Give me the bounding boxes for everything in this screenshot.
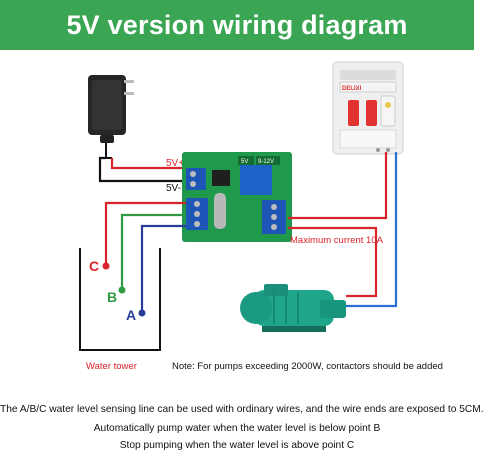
- label-point-a: A: [126, 307, 136, 323]
- wire-5v-minus: [98, 156, 205, 183]
- label-point-c: C: [89, 258, 99, 274]
- title-banner: 5V version wiring diagram: [0, 0, 474, 50]
- relay-module-board: 5V 9-12V: [182, 152, 292, 242]
- wire-sense-c: [104, 201, 186, 266]
- label-5v-plus: 5V+: [166, 158, 184, 169]
- probe-c: [102, 262, 110, 270]
- label-point-b: B: [107, 289, 117, 305]
- wire-breaker-red: [288, 152, 388, 220]
- circuit-breaker: DELIXI: [332, 61, 404, 155]
- max-current-label: Maximum current 10A: [290, 235, 384, 246]
- module-label-range: 9-12V: [258, 159, 274, 165]
- contactor-note: Note: For pumps exceeding 2000W, contact…: [172, 361, 443, 372]
- water-tower-label: Water tower: [86, 361, 137, 372]
- wire-sense-b: [120, 213, 186, 290]
- wire-breaker-blue: [346, 152, 398, 308]
- diagram-title: 5V version wiring diagram: [66, 9, 408, 40]
- note-pump-start: Automatically pump water when the water …: [93, 423, 381, 434]
- power-adapter: [88, 75, 134, 143]
- water-tower-outline: [79, 248, 161, 351]
- wire-sense-a: [140, 224, 186, 313]
- wire-pump-red: [288, 226, 378, 298]
- wiring-diagram: 5V+ 5V- DELIXI 5V 9-12V: [79, 61, 443, 372]
- label-5v-minus: 5V-: [166, 183, 181, 194]
- water-pump: [240, 284, 346, 332]
- probe-a: [138, 309, 146, 317]
- module-label-5v: 5V: [241, 159, 248, 165]
- probe-b: [118, 286, 126, 294]
- note-sensing-line: The A/B/C water level sensing line can b…: [0, 404, 484, 415]
- note-pump-stop: Stop pumping when the water level is abo…: [119, 440, 355, 451]
- wire-5v-plus: [110, 158, 205, 170]
- adapter-cable: [105, 143, 112, 159]
- breaker-brand: DELIXI: [342, 86, 362, 92]
